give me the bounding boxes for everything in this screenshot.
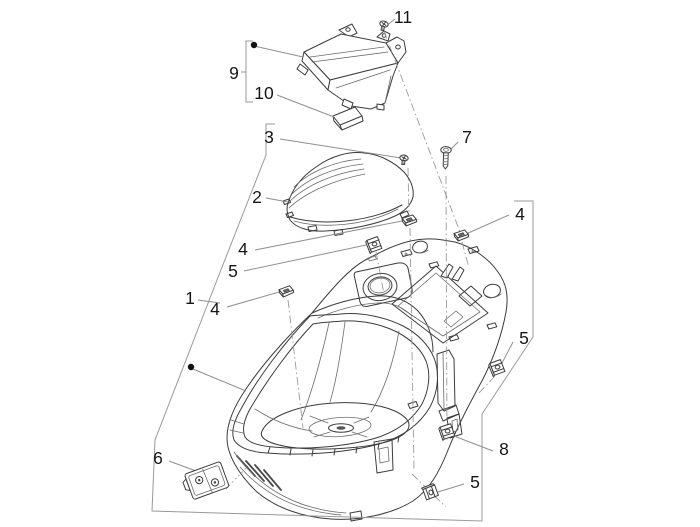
part-cover-lid [282,152,414,236]
callout-leader-lines [168,18,514,493]
deck-front-edge [311,295,434,353]
callout-10: 10 [254,83,274,103]
part-rubber-pad [332,106,364,131]
attachment-dot-1 [187,363,195,371]
part-screw-11 [377,19,390,33]
bracket-part-1-group [151,123,534,522]
callout-1: 1 [185,288,195,308]
part-screw-3 [398,153,410,166]
callout-8: 8 [499,439,509,459]
callout-6: 6 [153,448,163,468]
callout-7: 7 [462,127,472,147]
bracket-part-9-group [241,40,253,103]
plate-mount-dotted-line [225,465,249,490]
callout-5-bottom: 5 [470,472,480,492]
front-wall-ribs [236,455,282,491]
boss-right [483,283,501,299]
callout-5-left: 5 [228,261,238,281]
part-screw-7 [439,145,452,170]
callout-3: 3 [264,127,274,147]
callout-4-left: 4 [210,299,220,319]
front-latch-tab [373,438,394,474]
callout-5-right: 5 [519,328,529,348]
lid-outline [286,152,414,232]
part-clip-4-top [401,214,418,227]
part-clip-5-left [364,235,383,255]
part-helmet-case-body [226,238,508,522]
part-toolbox-cover [296,23,407,111]
callout-9: 9 [229,63,239,83]
callout-4-right: 4 [515,204,525,224]
helmet-recess [260,402,410,450]
part-clip-4-left [278,284,295,299]
assembly-axis-lines [225,30,496,508]
callout-2: 2 [252,187,262,207]
part-clip-4-right [453,229,470,242]
deck-opening [391,265,489,344]
callout-4-top: 4 [238,239,248,259]
boss-left [412,240,428,254]
right-support-channel [436,349,456,412]
cup-recess [353,262,413,307]
cup-opening [362,272,398,302]
part-mounting-plate-6 [182,461,230,500]
bowl-rim-inner [243,320,430,449]
body-silhouette [226,238,508,520]
callout-11: 11 [394,7,412,27]
bowl-rim-outer [232,313,438,455]
attachment-dot-9 [250,41,258,49]
